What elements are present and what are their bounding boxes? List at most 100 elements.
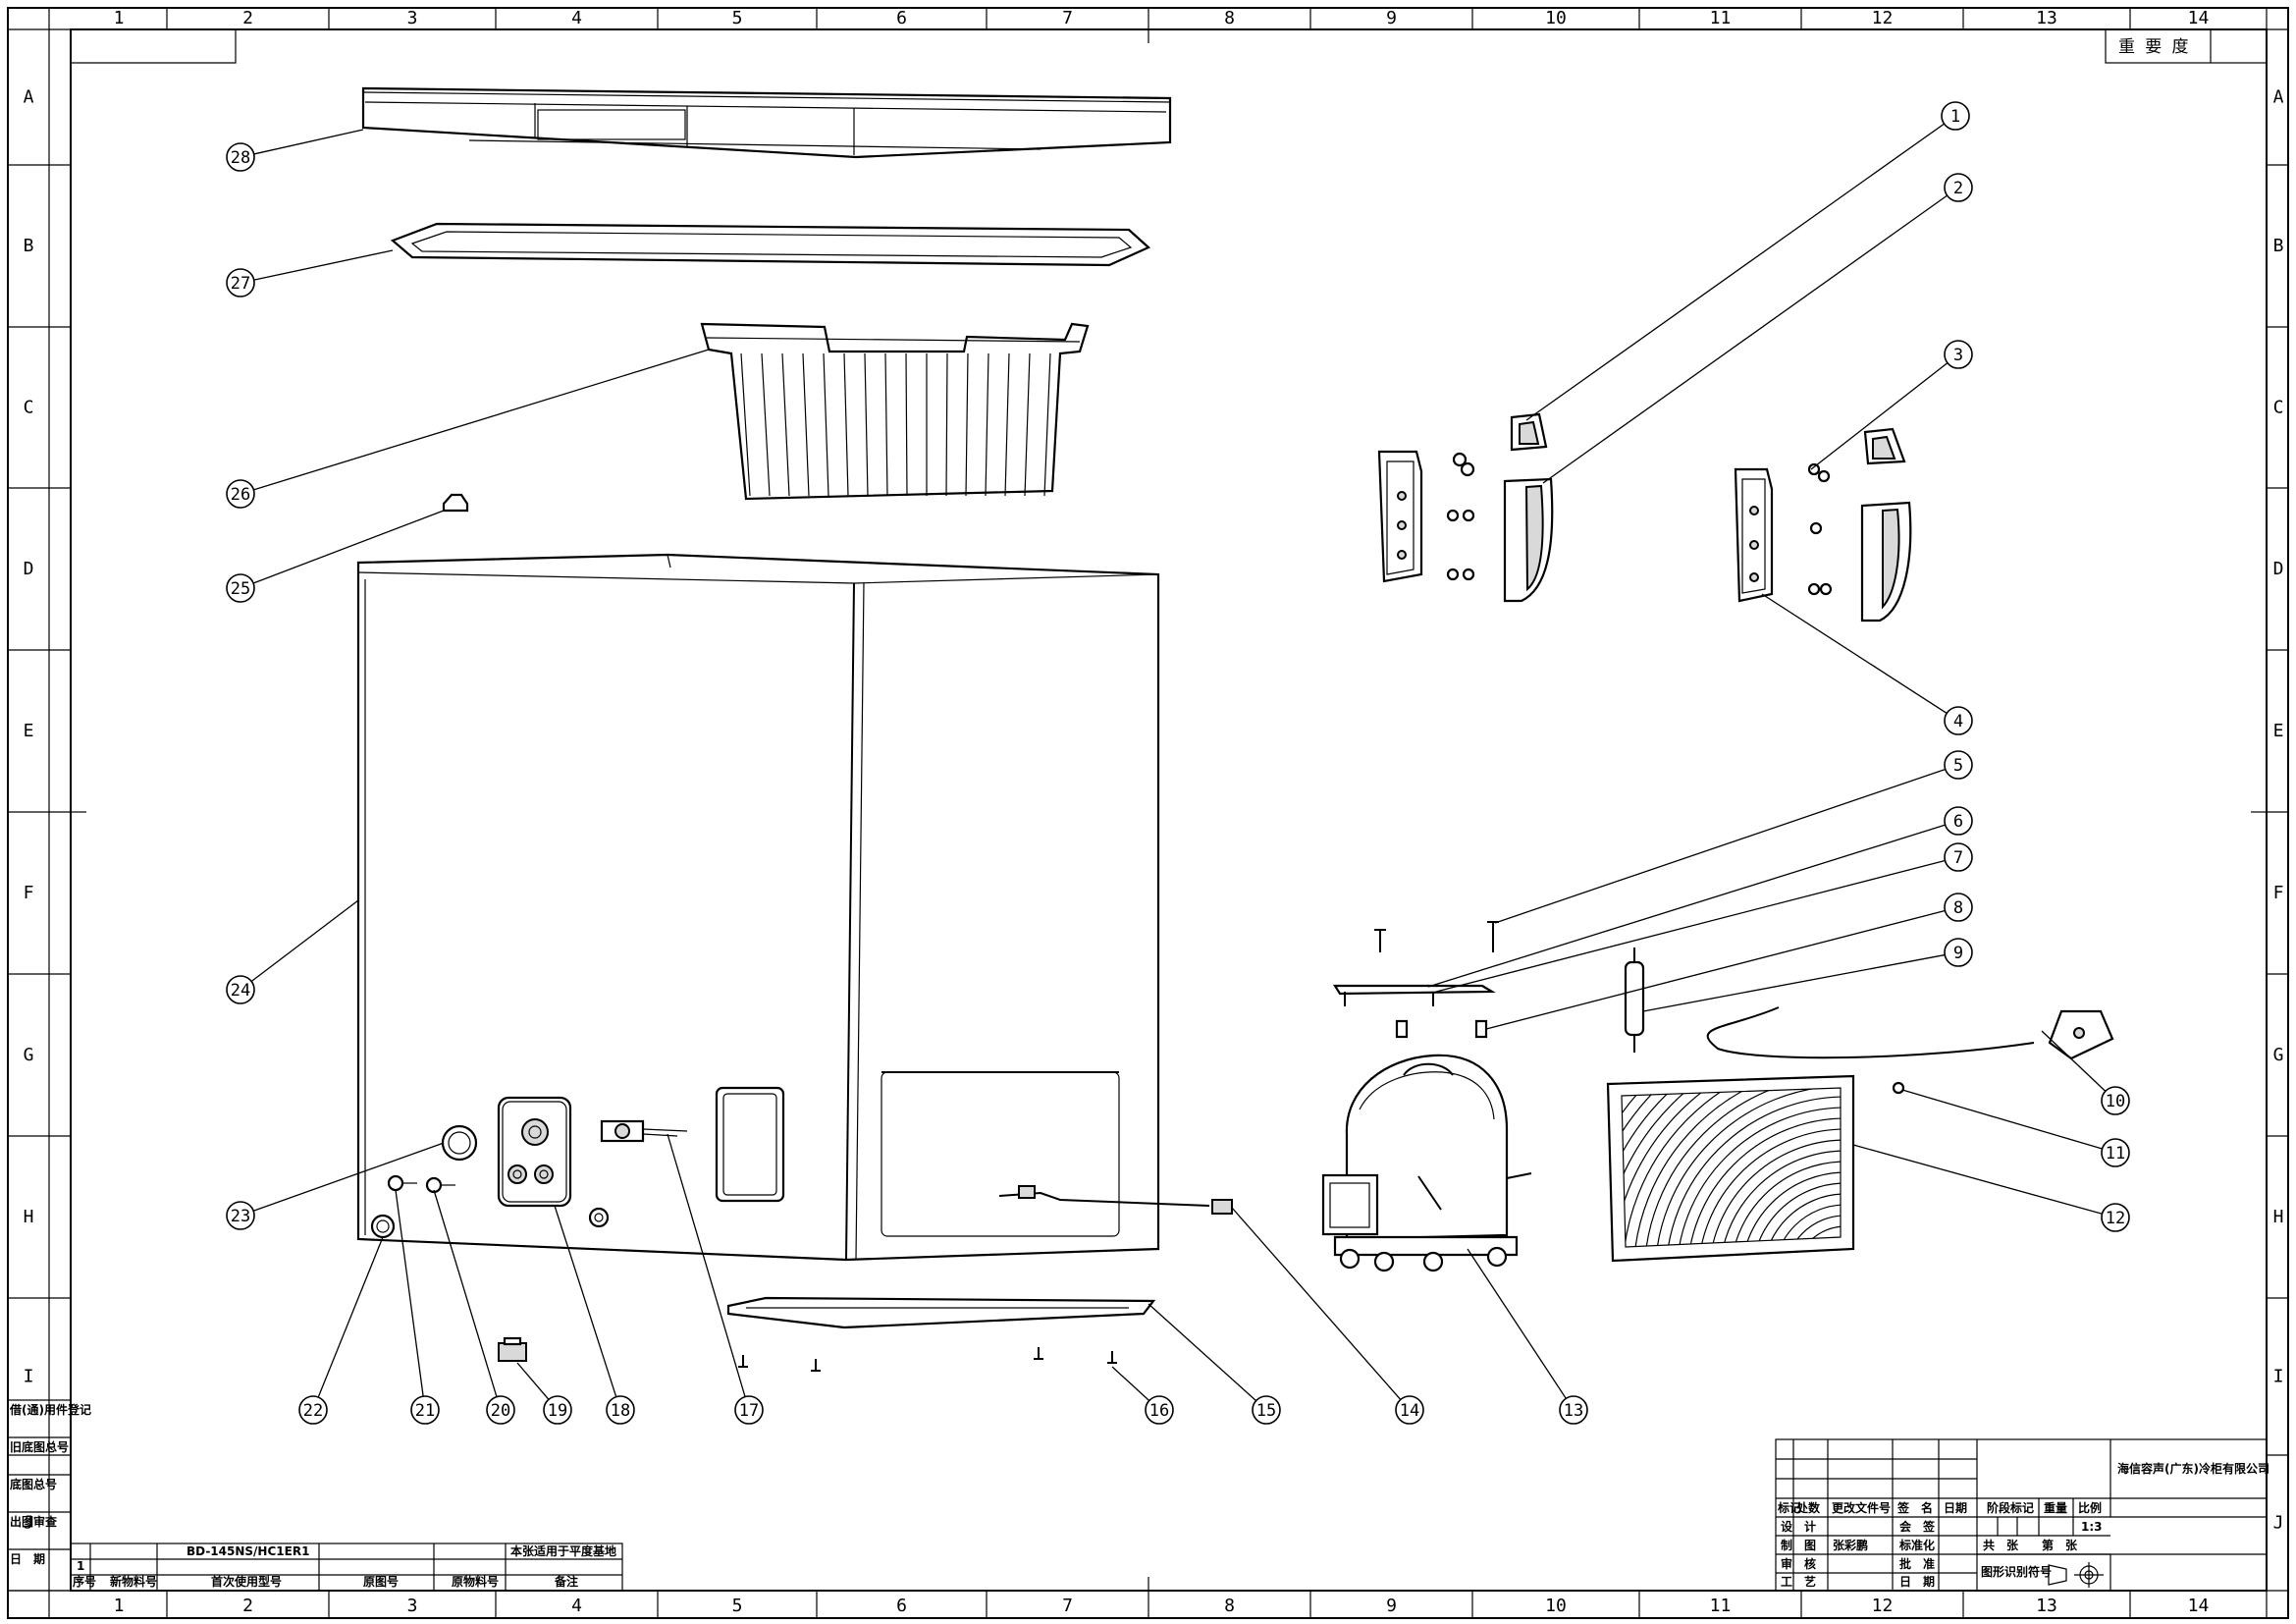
column-label: 8 [1224,1596,1235,1616]
item-balloon: 26 [226,479,255,509]
item-balloon-number: 6 [1953,812,1963,832]
row-label: G [2273,1045,2284,1065]
column-label: 11 [1710,1596,1732,1616]
item-balloon-number: 18 [611,1401,630,1421]
row-label: H [24,1207,34,1227]
part-door-gasket [390,222,1150,267]
item-balloon: 1 [1941,101,1970,131]
leader-line [1111,1366,1150,1402]
part-condenser-grille [1606,1074,1855,1263]
row-label: B [24,236,34,256]
item-balloon-number: 27 [231,274,250,294]
item-balloon: 3 [1944,340,1973,369]
item-balloon-number: 3 [1953,346,1963,365]
item-balloon: 20 [486,1395,515,1425]
part-hinge-left [1377,450,1475,583]
column-label: 6 [896,8,907,28]
column-label: 3 [407,8,418,28]
row-label: A [2273,87,2284,108]
item-balloon-number: 7 [1953,848,1963,868]
column-label: 12 [1872,1596,1894,1616]
title-block [1775,1438,2268,1592]
item-balloon: 22 [298,1395,328,1425]
item-balloon-number: 17 [739,1401,759,1421]
row-label: J [24,1513,34,1534]
revision-header: 新物料号 [110,1574,157,1589]
revision-header: 备注 [554,1574,578,1589]
column-label: 7 [1062,8,1073,28]
part-thermostat [600,1119,688,1143]
item-balloon-number: 11 [2106,1144,2125,1164]
left-strip-label: 日 期 [10,1551,45,1566]
item-balloon: 23 [226,1201,255,1230]
leader-line [1427,824,1946,988]
revision-block-text: 1 BD-145NS/HC1ER1 本张适用于平度基地 序号 新物料号 首次使用… [73,1543,616,1589]
column-label: 14 [2188,8,2210,28]
column-label: 2 [242,8,253,28]
tb-header: 更改文件号 [1832,1500,1891,1515]
leader-line [1231,1207,1402,1400]
column-label: 12 [1872,8,1894,28]
item-balloon: 24 [226,975,255,1004]
left-strip-label: 出图审查 [10,1514,58,1529]
part-clip [442,493,469,513]
item-balloon-number: 8 [1953,898,1963,918]
tb-row-label2: 会 签 [1899,1519,1936,1534]
part-base-plate [726,1296,1156,1329]
part-grommet [370,1214,396,1239]
title-block-text: 海信容声(广东)冷柜有限公司 标记 处数 更改文件号 签 名 日期 阶段标记 重… [1777,1461,2269,1589]
item-balloon: 2 [1944,173,1973,202]
part-wire-basket [700,322,1090,501]
item-balloon-number: 26 [231,485,250,505]
item-balloon-number: 1 [1950,107,1960,127]
column-label: 14 [2188,1596,2210,1616]
row-label: C [2273,398,2284,418]
item-balloon-number: 23 [231,1207,250,1226]
item-balloon-number: 28 [231,148,250,168]
item-balloon-number: 19 [548,1401,567,1421]
left-strip-label: 借(通)用件登记 [9,1402,91,1417]
leader-line [317,1236,384,1398]
column-label: 5 [732,1596,743,1616]
part-lid [361,86,1172,159]
tb-row-name: 张彩鹏 [1833,1538,1868,1552]
leader-line [2041,1030,2107,1092]
column-label: 2 [242,1596,253,1616]
column-label: 9 [1386,8,1397,28]
leader-line [1435,859,1946,993]
tb-header: 比例 [2078,1500,2102,1515]
leader-line [1148,1303,1257,1402]
tb-row-label: 制 图 [1781,1538,1816,1552]
leader-line [1642,953,1946,1012]
item-balloon: 25 [226,573,255,603]
leader-line [1525,123,1945,421]
leader-line [253,249,394,281]
item-balloon-number: 9 [1953,944,1963,963]
leader-line [667,1133,746,1397]
projection-symbol-icon [2048,1562,2104,1588]
part-screws [738,1347,1117,1372]
tb-header: 重量 [2044,1500,2067,1515]
part-hinge-cover-bottom-right [1860,501,1912,623]
revision-header: 原物料号 [452,1574,499,1589]
item-balloon: 10 [2101,1086,2130,1115]
left-strip-label: 旧底图总号 [10,1439,69,1454]
leader-line [1494,768,1946,924]
part-hinge-right [1734,462,1833,603]
tb-header: 阶段标记 [1987,1500,2034,1515]
leader-line [554,1205,617,1397]
leader-line [1485,909,1946,1030]
column-label: 1 [114,8,125,28]
row-label: F [24,883,34,903]
leader-line [253,349,710,491]
item-balloon: 18 [606,1395,635,1425]
item-balloon-number: 15 [1256,1401,1276,1421]
basket-wires [740,352,1051,497]
row-label: H [2273,1207,2284,1227]
importance-label: 重 要 度 [2118,37,2188,57]
item-balloon-number: 2 [1953,179,1963,198]
column-label: 9 [1386,1596,1397,1616]
